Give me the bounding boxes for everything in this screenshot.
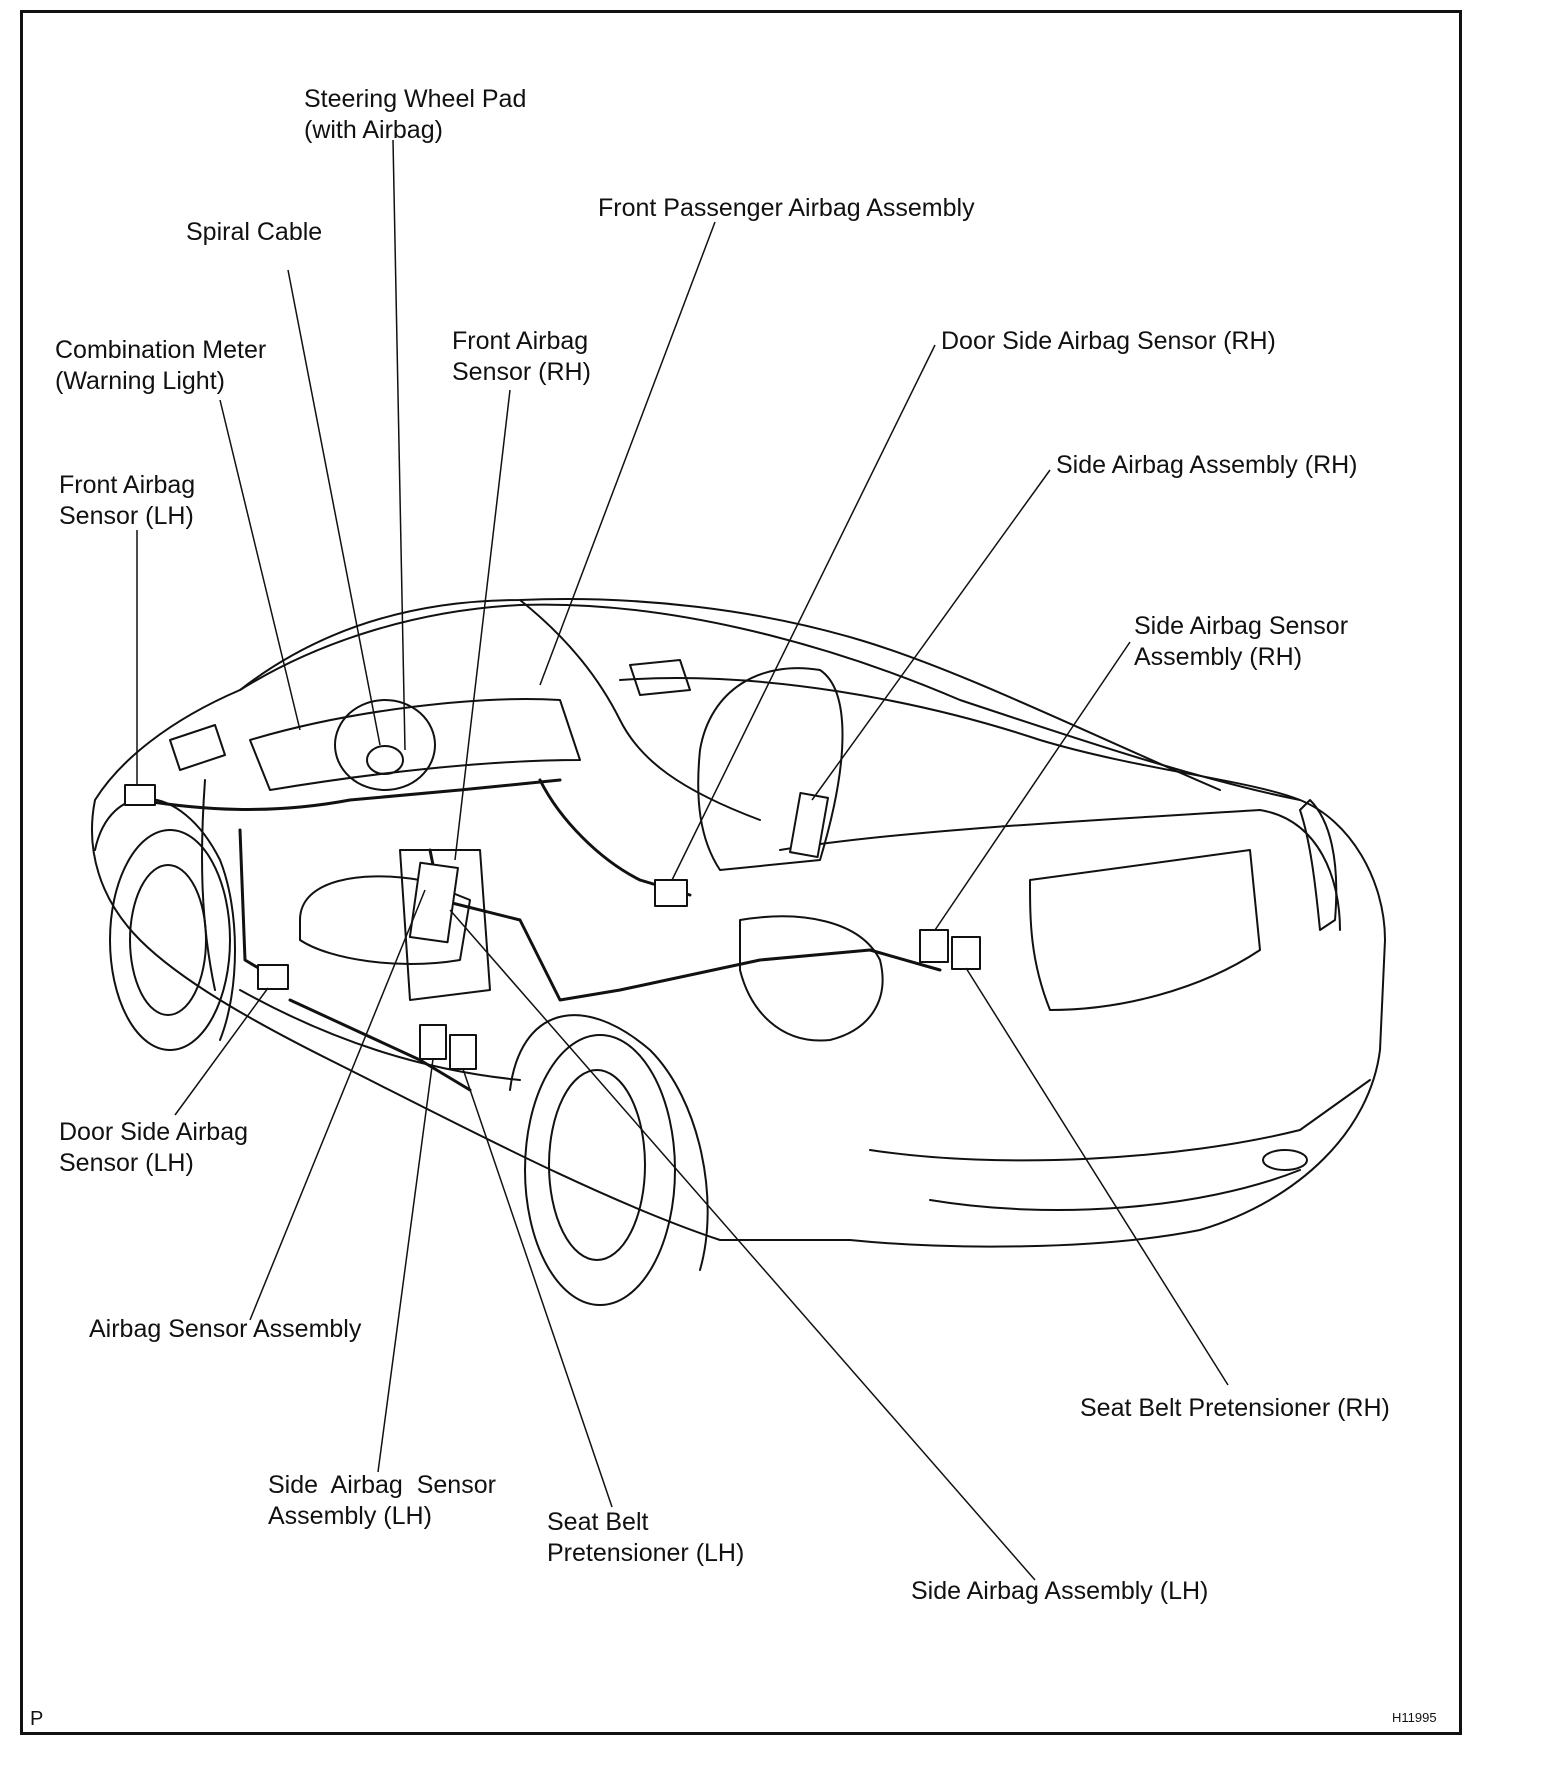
leader-combination-meter (219, 399, 301, 731)
leader-front-passenger-airbag (539, 221, 716, 686)
leader-door-side-sensor-rh (671, 344, 936, 881)
corner-mark: P (30, 1708, 44, 1730)
label-side-airbag-rh: Side Airbag Assembly (RH) (1056, 451, 1358, 479)
rear-window-line (619, 677, 1301, 801)
side-sensor-rh-box (919, 929, 949, 963)
right-mirror (629, 659, 691, 696)
taillight-right (1299, 799, 1338, 931)
wiring-harness-front (138, 778, 562, 811)
leader-spiral-cable (287, 269, 381, 746)
front-airbag-sensor-lh-box (124, 784, 156, 806)
label-door-side-sensor-rh: Door Side Airbag Sensor (RH) (941, 327, 1276, 355)
label-steering-wheel-pad: Steering Wheel Pad (with Airbag) (304, 85, 527, 144)
label-side-airbag-lh: Side Airbag Assembly (LH) (911, 1577, 1209, 1605)
label-side-sensor-rh: Side Airbag Sensor Assembly (RH) (1134, 612, 1349, 671)
label-side-sensor-lh: Side Airbag Sensor Assembly (LH) (268, 1471, 496, 1530)
windshield-line (519, 599, 761, 821)
front-wheel-outer (109, 829, 231, 1051)
front-wheel-arch (94, 797, 236, 1041)
label-airbag-sensor-assembly: Airbag Sensor Assembly (89, 1315, 362, 1343)
rear-wheel-arch (509, 1014, 709, 1271)
side-sensor-lh-box (419, 1024, 447, 1060)
wiring-harness-rear (538, 778, 692, 897)
figure-code: H11995 (1392, 1710, 1437, 1725)
left-mirror (169, 724, 226, 771)
floor-console (399, 849, 491, 1001)
leader-side-sensor-lh (377, 1058, 434, 1473)
passenger-seat-back (697, 667, 844, 871)
rear-bumper (869, 1079, 1371, 1162)
figure-frame (20, 10, 1462, 1735)
leader-door-side-sensor-lh (174, 987, 269, 1116)
pretensioner-rh-box (951, 936, 981, 970)
label-front-airbag-sensor-lh: Front Airbag Sensor (LH) (59, 471, 196, 530)
roof-line (239, 598, 1221, 791)
door-line (201, 779, 216, 991)
wiring-harness-center (428, 848, 942, 1002)
label-front-airbag-sensor-rh: Front Airbag Sensor (RH) (452, 327, 591, 386)
driver-seat (299, 875, 471, 965)
license-plate-recess (1029, 849, 1261, 1011)
wiring-harness-left (238, 828, 272, 977)
dashboard (249, 698, 581, 791)
label-combination-meter: Combination Meter (Warning Light) (55, 336, 267, 395)
leader-side-airbag-rh (811, 469, 1051, 801)
leader-pretensioner-rh (965, 967, 1229, 1386)
side-airbag-rh-box (789, 792, 829, 858)
label-front-passenger-airbag: Front Passenger Airbag Assembly (598, 194, 975, 222)
leader-airbag-sensor-assembly (249, 889, 426, 1321)
label-door-side-sensor-lh: Door Side Airbag Sensor (LH) (59, 1118, 249, 1177)
leader-side-sensor-rh (934, 641, 1131, 931)
airbag-sensor-assembly-box (408, 861, 459, 944)
pretensioner-lh-box (449, 1034, 477, 1070)
steering-hub (366, 745, 404, 775)
steering-wheel (334, 699, 436, 791)
door-side-sensor-lh-box (257, 964, 289, 990)
label-pretensioner-lh: Seat Belt Pretensioner (LH) (547, 1508, 745, 1567)
label-spiral-cable: Spiral Cable (186, 218, 323, 246)
rear-wheel-outer (524, 1034, 676, 1306)
trunk-line (779, 809, 1341, 931)
car-body-outline (91, 603, 1386, 1248)
door-side-sensor-rh-box (654, 879, 688, 907)
leader-front-airbag-sensor-rh (454, 389, 511, 861)
label-pretensioner-rh: Seat Belt Pretensioner (RH) (1080, 1394, 1390, 1422)
rear-wheel-inner (548, 1069, 646, 1261)
leader-pretensioner-lh (462, 1068, 613, 1508)
side-sill (239, 989, 521, 1081)
leader-side-airbag-lh (449, 909, 1036, 1581)
rear-bumper-lower (929, 1169, 1301, 1211)
leader-steering-wheel-pad (392, 139, 406, 751)
exhaust-tip (1262, 1149, 1308, 1171)
taillight-left (739, 915, 884, 1042)
